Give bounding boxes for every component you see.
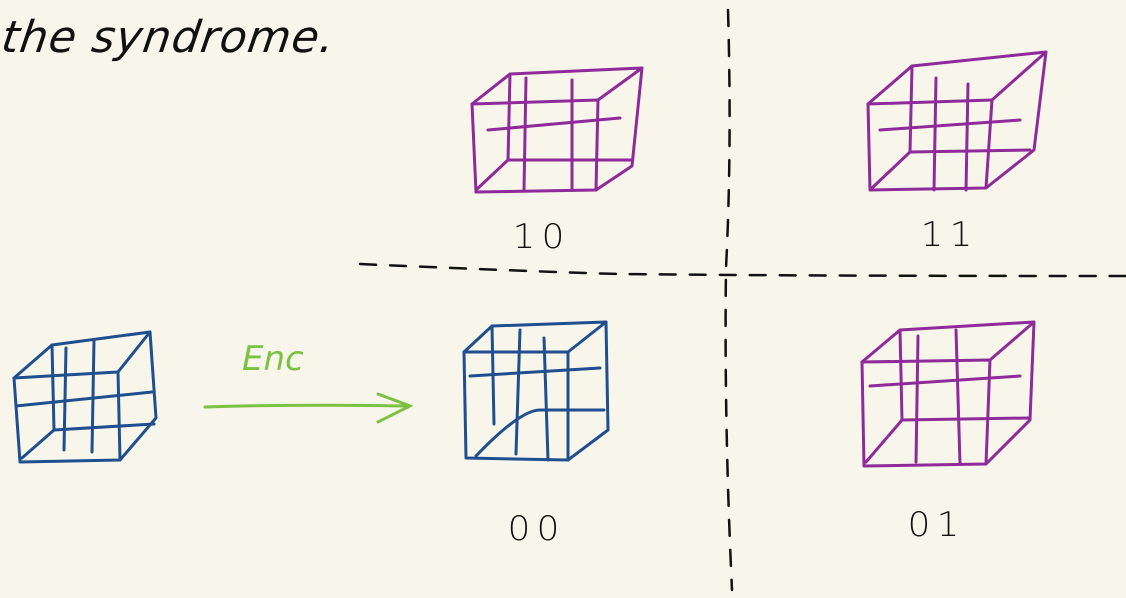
label-10: 10 bbox=[512, 217, 571, 257]
encode-arrow-label: Enc bbox=[242, 339, 304, 379]
encode-arrow bbox=[203, 392, 414, 424]
cube-00 bbox=[462, 320, 610, 462]
input-cube bbox=[12, 330, 158, 464]
cube-11 bbox=[866, 50, 1048, 192]
vertical-divider bbox=[724, 8, 734, 592]
cube-01 bbox=[860, 320, 1036, 468]
heading-text: the syndrome. bbox=[0, 12, 339, 63]
cube-10 bbox=[470, 66, 644, 194]
label-00: 00 bbox=[507, 509, 566, 549]
label-11: 11 bbox=[920, 215, 979, 255]
label-01: 01 bbox=[907, 505, 966, 545]
horizontal-divider bbox=[358, 262, 1126, 278]
